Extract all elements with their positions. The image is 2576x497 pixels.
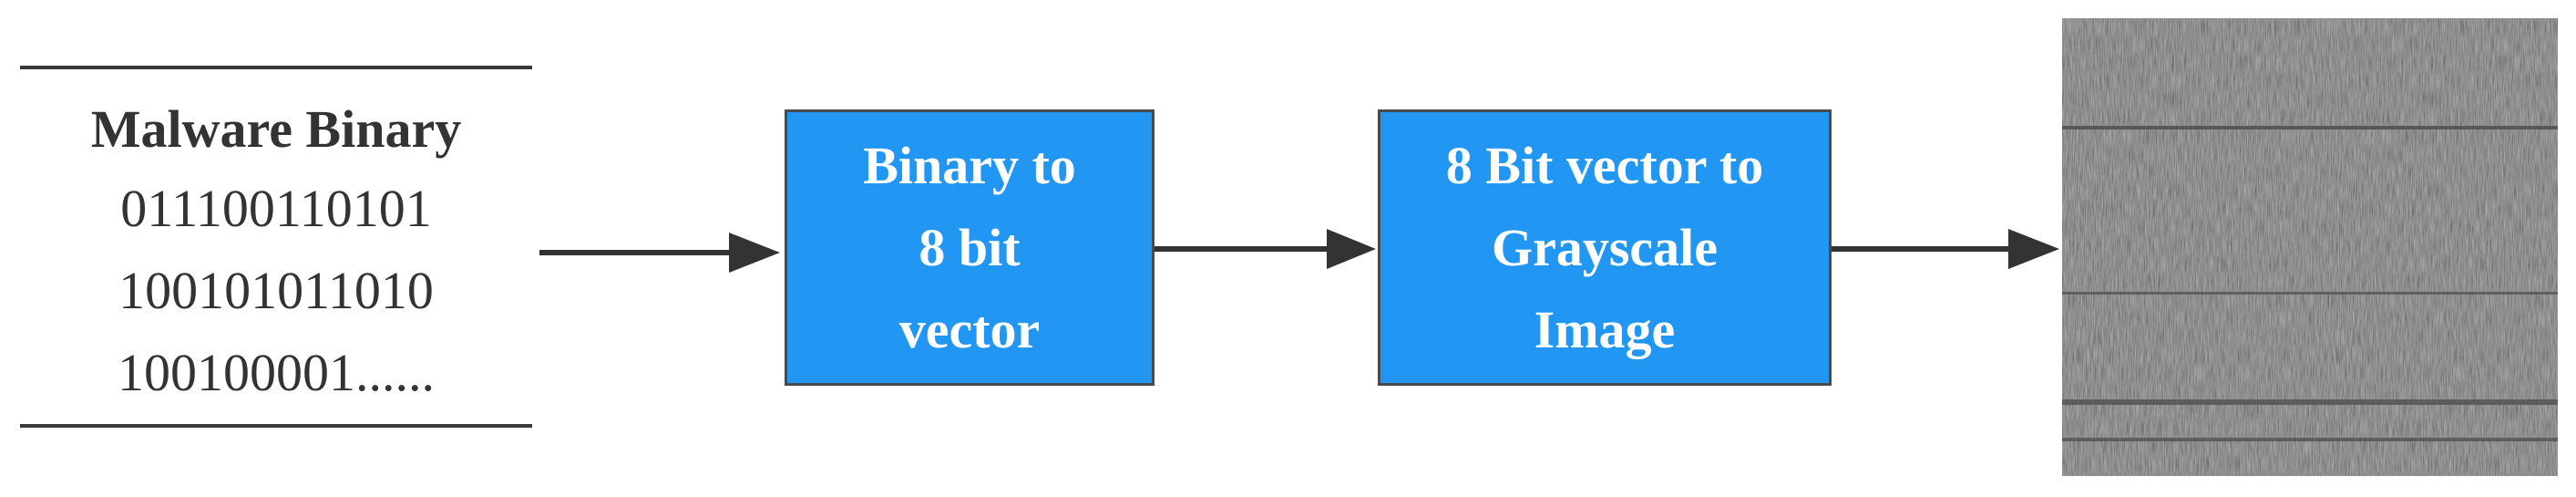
binary-line-3: 100100001...... xyxy=(118,343,435,402)
step1-line2: 8 bit xyxy=(919,217,1021,277)
arrowhead-3 xyxy=(2008,229,2059,269)
grayscale-malware-image xyxy=(2062,18,2558,476)
binary-line-2: 100101011010 xyxy=(118,261,434,320)
arrowhead-2 xyxy=(1327,229,1376,269)
step2-line2: Grayscale xyxy=(1491,217,1719,277)
step1-line3: vector xyxy=(898,299,1041,359)
malware-binary-block: Malware Binary 011100110101 100101011010… xyxy=(20,91,532,414)
step1-line1: Binary to xyxy=(863,135,1076,195)
binary-line-1: 011100110101 xyxy=(120,179,432,238)
bottom-rule xyxy=(20,424,532,428)
top-rule xyxy=(20,66,532,69)
arrowhead-1 xyxy=(729,233,780,273)
step2-line3: Image xyxy=(1534,299,1676,359)
step-binary-to-vector-box: Binary to 8 bit vector xyxy=(785,109,1155,386)
step2-line1: 8 Bit vector to xyxy=(1445,135,1764,195)
step-vector-to-image-box: 8 Bit vector to Grayscale Image xyxy=(1378,109,1832,386)
malware-binary-title: Malware Binary xyxy=(90,99,462,159)
